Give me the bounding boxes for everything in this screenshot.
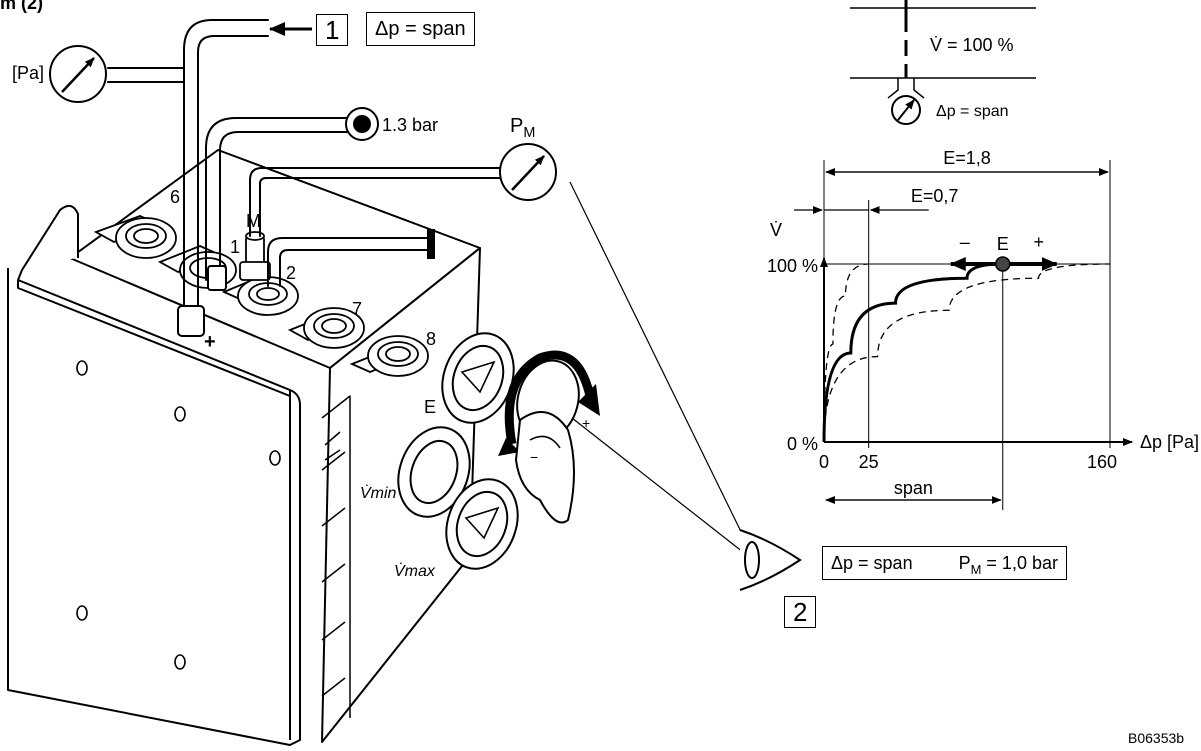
pot-E-label: E [424,397,437,417]
e-plus-label: + [1033,232,1044,252]
pot-vmin-label: V̇min [360,485,397,502]
port-2-label: 2 [286,263,297,283]
figure-code: B06353b [1128,730,1185,746]
tube-gauge-branch [107,67,185,83]
dim-span-label: span [894,478,933,498]
duct-dp-label: Δp = span [936,103,1009,120]
port-7-label: 7 [352,299,363,319]
pm-gauge-label: PM [510,115,536,142]
port-plus-label: + [204,331,216,353]
e-operating-point [995,256,1011,272]
tube-pm [249,167,501,237]
y-axis-label: V̇ [770,220,782,240]
x-tick-0: 0 [819,452,829,472]
port-1-label: 1 [230,237,241,257]
finger [514,411,575,524]
duct-flow-label: V̇ = 100 % [930,35,1014,55]
hole-tl [76,360,88,376]
y-tick-100: 100 % [767,256,818,276]
port-8-label: 8 [426,329,437,349]
step-2-badge: 2 [784,596,817,628]
dim-e18-label: E=1,8 [943,148,991,168]
x-tick-160: 160 [1087,452,1117,472]
tube-plus [183,19,269,321]
sight-lines [569,181,749,557]
port-6-label: 6 [170,187,181,207]
adjustment-hand [498,350,600,524]
tube-pm-inner [259,177,501,237]
dim-e07-label: E=0,7 [911,186,959,206]
tube-plus-inner [197,35,269,321]
tube-minus-inner [279,249,429,287]
series-2 [823,263,1111,443]
plus-fitting [177,305,205,337]
duct-detail [850,0,1036,125]
potentiometers [397,332,519,570]
port-7 [303,307,365,349]
port-1-fitting [207,265,227,291]
pa-gauge [49,45,107,103]
hole-tr [269,450,281,466]
port-8 [367,335,429,377]
tube-minus [267,237,429,287]
x-axis-label: Δp [Pa] [1140,432,1199,452]
x-tick-25: 25 [859,452,879,472]
series-1 [823,263,869,443]
bracket-holes [76,360,281,670]
hole-bl [76,605,88,621]
supply-pressure-label: 1.3 bar [382,115,439,135]
pm-gauge [499,143,557,201]
pot-vmin [397,426,471,518]
dial-minus-label: − [530,449,539,465]
hole-tm [174,406,186,422]
device-ribs [321,395,351,718]
tubing [107,19,501,337]
series-0 [822,262,1003,443]
tube-supply [205,117,349,281]
characteristic-chart: E – +0 % 100 % 0 25 160 Δp [Pa] V̇ E=1,8E=0,7 span [767,148,1199,510]
hole-bm [174,654,186,670]
step-1-condition: Δp = span [366,12,475,46]
bracket-inner-edge [17,280,291,397]
tube-supply-inner [219,131,349,281]
dial-plus-label: + [582,415,591,431]
y-tick-0: 0 % [787,434,818,454]
supply-symbol [345,107,379,141]
header-title-fragment: m (2) [0,0,44,13]
pot-vmax [445,478,519,570]
pa-gauge-unit: [Pa] [12,63,45,83]
e-point-label: E [997,234,1009,254]
port-M-label: M [246,211,261,231]
pot-vmax-label: V̇max [394,563,435,580]
tube-cap [427,229,435,259]
e-minus-label: – [960,232,970,252]
eye-icon [739,529,802,591]
port-2 [237,276,299,316]
rotation-arrow[interactable] [504,350,595,445]
step-1-badge: 1 [316,14,349,46]
port-6 [115,217,177,259]
pot-E [441,332,515,424]
